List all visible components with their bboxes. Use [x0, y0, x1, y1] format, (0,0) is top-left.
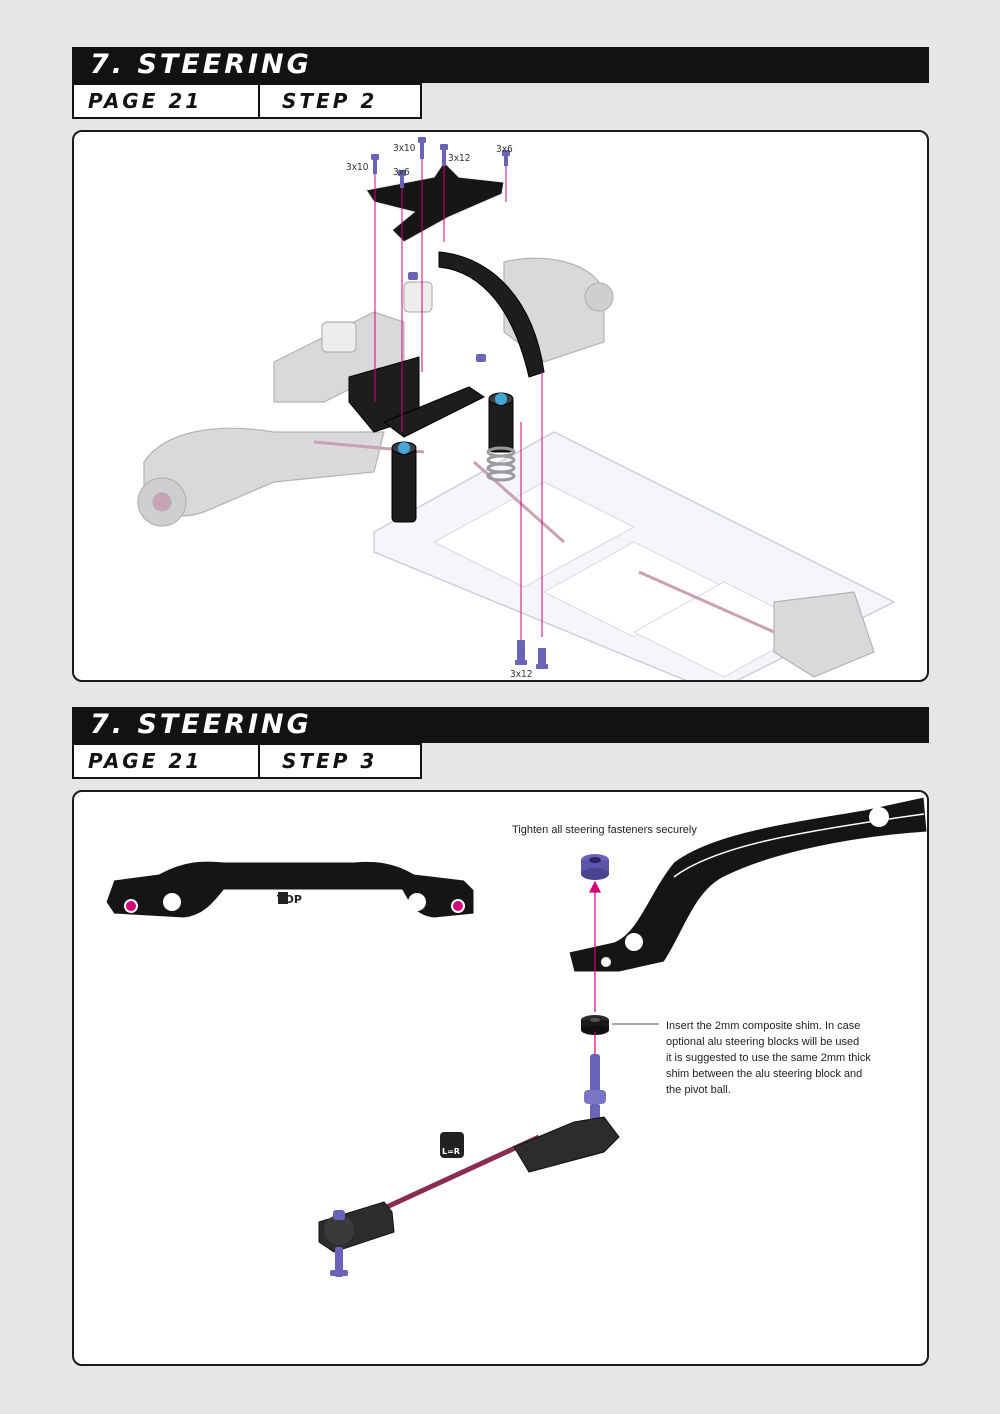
callout-top: Tighten all steering fasteners securely: [512, 824, 697, 836]
screw-label: 3x12: [510, 669, 533, 680]
step2-illustration-panel: 3x10 3x10 3x12 3x6 3x6 3x12: [72, 130, 929, 682]
lr-marker-label: L=R: [442, 1147, 460, 1156]
screw-icon-group: [371, 137, 548, 669]
top-brace-plate: [364, 161, 505, 243]
section-title: 7. STEERING: [90, 709, 312, 740]
callout-line: shim between the alu steering block and: [666, 1068, 863, 1080]
page-step-bar: PAGE 21 STEP 2: [72, 83, 422, 119]
steering-arm: [568, 796, 927, 973]
front-suspension-ghost: [137, 257, 875, 678]
alignment-lines: [374, 152, 543, 642]
screw-label: 3x10: [393, 143, 416, 154]
divider: [258, 85, 260, 117]
section-title-bar: 7. STEERING: [72, 707, 929, 743]
callout-line: Insert the 2mm composite shim. In case: [666, 1020, 861, 1032]
screw-label: 3x6: [393, 167, 410, 178]
steering-link-plate: [105, 860, 475, 919]
step3-illustration-panel: TOP: [72, 790, 929, 1366]
step3-exploded-diagram: TOP: [105, 796, 927, 1277]
blue-bearings: [398, 393, 507, 454]
lock-nut: [581, 854, 609, 880]
callout-line: it is suggested to use the same 2mm thic…: [666, 1052, 871, 1064]
screw-label: 3x12: [448, 153, 471, 164]
callout-shim: Insert the 2mm composite shim. In case o…: [666, 1018, 871, 1098]
screw-label: 3x6: [496, 144, 513, 155]
screw-label: 3x10: [346, 162, 369, 173]
top-marker-icon: TOP: [277, 892, 302, 906]
callout-line: optional alu steering blocks will be use…: [666, 1036, 860, 1048]
section-title-bar: 7. STEERING: [72, 47, 929, 83]
spring: [486, 446, 516, 482]
composite-shim: [581, 1015, 609, 1035]
pivot-ball: [584, 1054, 606, 1126]
chassis-plate: [373, 431, 896, 680]
top-marker-label: TOP: [277, 893, 302, 906]
page-step-bar: PAGE 21 STEP 3: [72, 743, 422, 779]
step2-exploded-diagram: 3x10 3x10 3x12 3x6 3x6 3x12: [137, 137, 896, 680]
lr-marker-icon: L=R: [440, 1132, 464, 1158]
step-number: STEP 2: [282, 89, 378, 113]
page-number: PAGE 21: [88, 749, 203, 773]
turnbuckle-assembly: [318, 1116, 620, 1277]
section-title: 7. STEERING: [90, 49, 312, 80]
step-number: STEP 3: [282, 749, 378, 773]
page-number: PAGE 21: [88, 89, 203, 113]
callout-line: the pivot ball.: [666, 1084, 731, 1096]
assembly-lines: [589, 880, 601, 1054]
divider: [258, 745, 260, 777]
